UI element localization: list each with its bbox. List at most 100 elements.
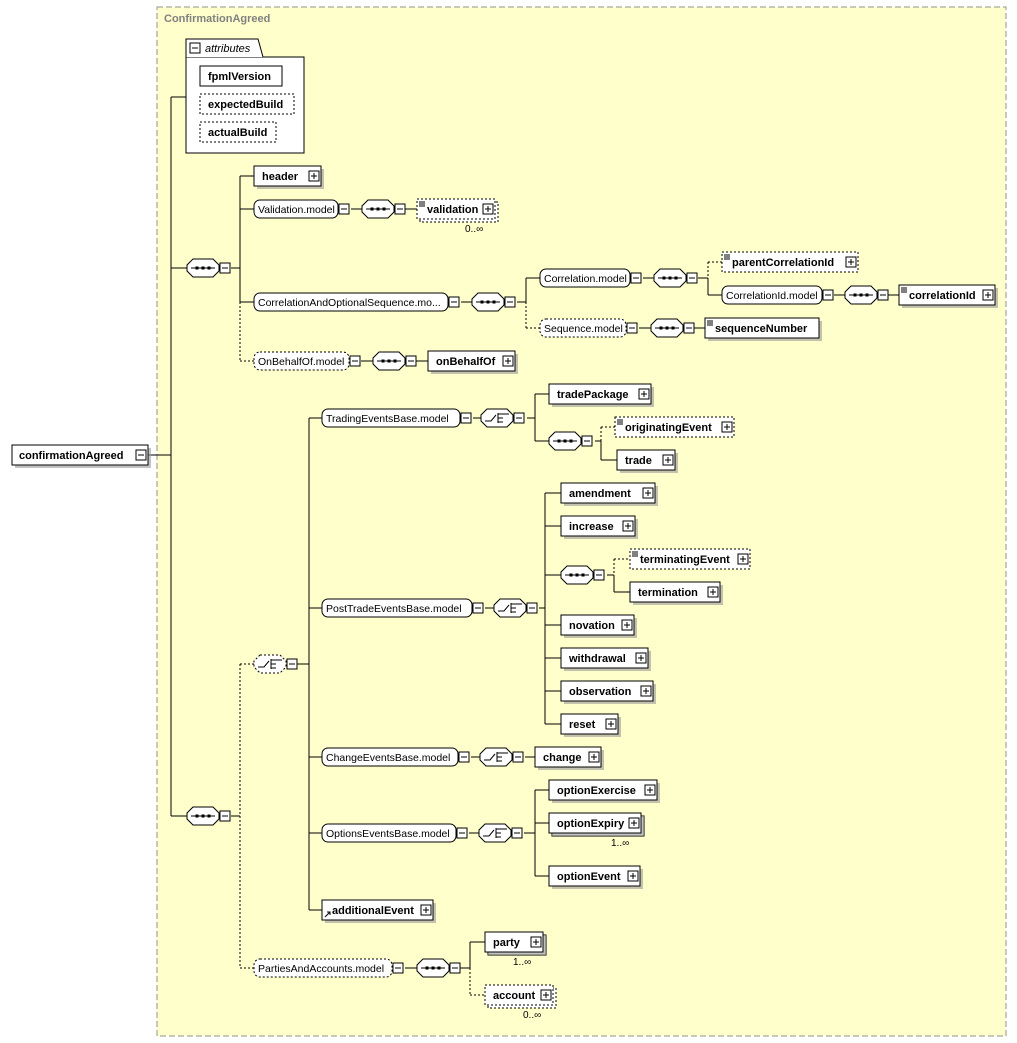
group-correlation[interactable]: Correlation.model: [539, 268, 642, 288]
element-novation[interactable]: novation: [560, 614, 637, 638]
expand-toggle[interactable]: [721, 421, 733, 433]
expand-toggle[interactable]: [621, 619, 633, 631]
collapse-toggle[interactable]: [458, 751, 470, 763]
expand-toggle[interactable]: [662, 454, 674, 466]
group-correlation-opt[interactable]: CorrelationAndOptionalSequence.mo...: [253, 292, 460, 312]
sequence-compositor[interactable]: [548, 431, 593, 451]
collapse-toggle[interactable]: [460, 412, 472, 424]
element-amendment[interactable]: amendment: [560, 482, 658, 506]
collapse-toggle[interactable]: [630, 272, 642, 284]
attribute-expectedBuild[interactable]: expectedBuild: [199, 93, 295, 115]
expand-toggle[interactable]: [502, 355, 514, 367]
sequence-compositor[interactable]: [186, 258, 231, 278]
collapse-toggle[interactable]: [526, 602, 538, 614]
expand-toggle[interactable]: [530, 936, 542, 948]
group-correlation-id[interactable]: CorrelationId.model: [721, 285, 834, 305]
expand-toggle[interactable]: [644, 784, 656, 796]
choice-compositor[interactable]: [480, 408, 525, 428]
sequence-compositor[interactable]: [186, 806, 231, 826]
collapse-toggle[interactable]: [581, 435, 593, 447]
attributes-collapse-toggle[interactable]: [189, 42, 201, 54]
expand-toggle[interactable]: [982, 289, 994, 301]
collapse-toggle[interactable]: [822, 289, 834, 301]
expand-toggle[interactable]: [627, 870, 639, 882]
choice-compositor[interactable]: [478, 823, 523, 843]
group-parties-accounts[interactable]: PartiesAndAccounts.model: [253, 958, 404, 978]
collapse-toggle[interactable]: [392, 962, 404, 974]
expand-toggle[interactable]: [635, 652, 647, 664]
expand-toggle[interactable]: [628, 817, 640, 829]
sequence-compositor[interactable]: [650, 318, 695, 338]
element-originating-event[interactable]: originatingEvent: [614, 416, 737, 440]
collapse-toggle[interactable]: [135, 449, 147, 461]
expand-toggle[interactable]: [845, 256, 857, 268]
expand-toggle[interactable]: [605, 718, 617, 730]
collapse-toggle[interactable]: [877, 289, 889, 301]
expand-toggle[interactable]: [308, 170, 320, 182]
sequence-compositor[interactable]: [416, 958, 461, 978]
element-root[interactable]: confirmationAgreed: [11, 444, 151, 468]
collapse-toggle[interactable]: [449, 962, 461, 974]
collapse-toggle[interactable]: [456, 827, 468, 839]
expand-toggle[interactable]: [622, 520, 634, 532]
element-terminating-event[interactable]: terminatingEvent: [629, 548, 753, 572]
group-options-events[interactable]: OptionsEventsBase.model: [321, 823, 468, 843]
group-validation[interactable]: Validation.model: [253, 199, 350, 219]
expand-toggle[interactable]: [737, 553, 749, 565]
element-header[interactable]: header: [253, 165, 324, 189]
element-reset[interactable]: reset: [560, 713, 621, 737]
collapse-toggle[interactable]: [349, 355, 361, 367]
element-on-behalf-of[interactable]: onBehalfOf: [427, 350, 518, 374]
collapse-toggle[interactable]: [219, 262, 231, 274]
expand-toggle[interactable]: [588, 751, 600, 763]
element-parent-correlation-id[interactable]: parentCorrelationId: [721, 251, 861, 275]
element-trade[interactable]: trade: [616, 449, 678, 473]
collapse-toggle[interactable]: [405, 355, 417, 367]
choice-compositor[interactable]: [479, 747, 524, 767]
expand-toggle[interactable]: [482, 203, 494, 215]
collapse-toggle[interactable]: [219, 810, 231, 822]
collapse-toggle[interactable]: [683, 322, 695, 334]
element-increase[interactable]: increase: [560, 515, 638, 539]
collapse-toggle[interactable]: [593, 569, 605, 581]
collapse-toggle[interactable]: [472, 602, 484, 614]
group-trading-events[interactable]: TradingEventsBase.model: [321, 408, 472, 428]
group-change-events[interactable]: ChangeEventsBase.model: [321, 747, 470, 767]
collapse-toggle[interactable]: [394, 203, 406, 215]
group-post-trade-events[interactable]: PostTradeEventsBase.model: [321, 598, 484, 618]
expand-toggle[interactable]: [420, 904, 432, 916]
collapse-toggle[interactable]: [512, 751, 524, 763]
collapse-toggle[interactable]: [511, 827, 523, 839]
collapse-toggle[interactable]: [286, 658, 298, 670]
attribute-actualBuild[interactable]: actualBuild: [199, 121, 277, 143]
element-additional-event[interactable]: additionalEvent: [321, 899, 436, 923]
expand-toggle[interactable]: [540, 989, 552, 1001]
element-trade-package[interactable]: tradePackage: [548, 383, 654, 407]
element-change[interactable]: change: [534, 746, 604, 770]
attribute-fpmlVersion[interactable]: fpmlVersion: [199, 65, 283, 87]
expand-toggle[interactable]: [642, 487, 654, 499]
group-on-behalf-of[interactable]: OnBehalfOf.model: [253, 351, 361, 371]
sequence-compositor[interactable]: [372, 351, 417, 371]
element-option-exercise[interactable]: optionExercise: [548, 779, 660, 803]
collapse-toggle[interactable]: [686, 272, 698, 284]
sequence-compositor[interactable]: [653, 268, 698, 288]
collapse-toggle[interactable]: [513, 412, 525, 424]
element-sequence-number[interactable]: sequenceNumber: [704, 317, 822, 341]
element-option-event[interactable]: optionEvent: [548, 865, 643, 889]
element-termination[interactable]: termination: [629, 581, 723, 605]
sequence-compositor[interactable]: [844, 285, 889, 305]
expand-toggle[interactable]: [638, 388, 650, 400]
expand-toggle[interactable]: [640, 685, 652, 697]
collapse-toggle[interactable]: [504, 296, 516, 308]
group-sequence[interactable]: Sequence.model: [539, 318, 638, 338]
choice-compositor[interactable]: [493, 598, 538, 618]
sequence-compositor[interactable]: [471, 292, 516, 312]
sequence-compositor[interactable]: [560, 565, 605, 585]
element-observation[interactable]: observation: [560, 680, 656, 704]
collapse-toggle[interactable]: [448, 296, 460, 308]
collapse-toggle[interactable]: [626, 322, 638, 334]
